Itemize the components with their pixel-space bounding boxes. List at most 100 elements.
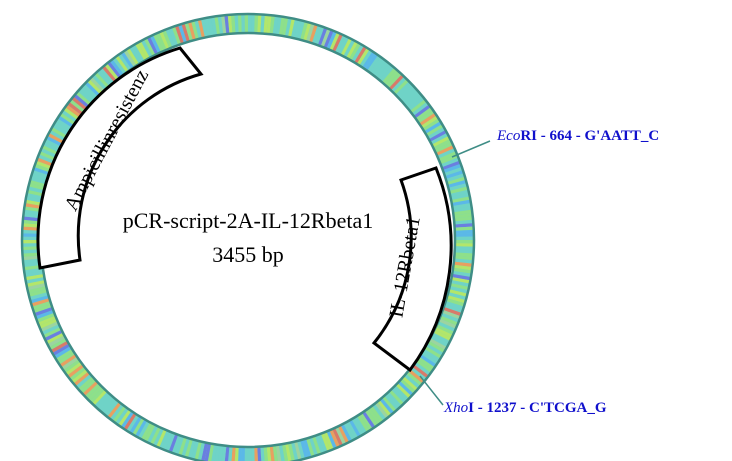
ring-segment — [217, 15, 224, 35]
ring-segment — [281, 17, 289, 37]
ring-segment — [379, 65, 395, 83]
ring-segment — [454, 243, 474, 247]
ring-segment — [40, 148, 59, 159]
ring-segment — [393, 385, 409, 401]
ring-segment — [454, 249, 474, 254]
ring-segment — [248, 446, 252, 461]
ring-segment — [112, 57, 127, 75]
ring-segment — [300, 21, 309, 41]
ring-segment — [348, 42, 361, 61]
ring-segment — [67, 101, 85, 116]
ring-segment — [197, 18, 205, 39]
ring-segment — [22, 258, 43, 264]
ring-segment — [420, 115, 439, 129]
ring-segment — [291, 441, 299, 461]
ring-segment — [50, 340, 69, 353]
ring-segment — [25, 273, 45, 281]
xhoi-enzyme-rest: I — [468, 400, 475, 416]
ring-segment — [36, 157, 56, 168]
ring-segment — [435, 324, 455, 335]
ring-segment — [67, 364, 85, 379]
ring-segment — [391, 76, 407, 93]
ring-segment — [244, 446, 248, 461]
ring-segment — [204, 17, 212, 37]
ring-segment — [448, 289, 468, 297]
ring-segment — [201, 442, 208, 461]
ring-segment — [224, 445, 230, 461]
ring-segment — [294, 19, 302, 39]
ring-segment — [397, 380, 414, 397]
ring-segment — [359, 412, 373, 431]
ring-segment — [348, 419, 361, 438]
ring-segment — [369, 57, 384, 75]
ring-segment — [384, 69, 400, 87]
ring-segment — [335, 34, 347, 54]
ring-segment — [405, 93, 423, 109]
ring-segment — [442, 163, 462, 174]
ring-segment — [174, 25, 185, 45]
ring-segment — [191, 440, 199, 460]
ring-segment — [59, 354, 77, 368]
ring-segment — [135, 42, 148, 61]
ring-segment — [23, 209, 43, 216]
ring-segment — [453, 209, 473, 216]
ring-segment — [214, 16, 221, 36]
ring-segment — [248, 14, 252, 34]
ring-segment — [120, 51, 134, 69]
ring-segment — [377, 63, 392, 81]
ring-segment — [22, 229, 42, 234]
ring-segment — [40, 321, 59, 332]
ring-segment — [326, 30, 337, 50]
ring-segment — [424, 121, 443, 134]
ring-segment — [55, 348, 74, 362]
ring-segment — [84, 383, 101, 399]
ring-segment — [403, 373, 421, 389]
ring-segment — [53, 346, 72, 359]
ring-segment — [123, 49, 137, 68]
ring-segment — [37, 315, 57, 326]
ring-segment — [367, 55, 381, 73]
ring-segment — [263, 14, 269, 34]
xhoi-enzyme-italic: Xho — [444, 400, 469, 416]
ring-segment — [419, 112, 437, 126]
ring-segment — [94, 391, 110, 408]
ring-segment — [35, 309, 55, 320]
ring-segment — [149, 34, 161, 54]
ring-segment — [82, 83, 99, 100]
ring-segment — [22, 219, 42, 225]
ring-segment — [31, 173, 51, 182]
ring-segment — [117, 409, 132, 427]
ring-segment — [71, 96, 89, 111]
ring-segment — [326, 430, 337, 450]
ring-segment — [44, 329, 63, 342]
ring-segment — [317, 27, 328, 47]
ring-segment — [171, 434, 182, 454]
ring-segment — [431, 135, 451, 148]
ring-segment — [153, 427, 164, 447]
ring-segment — [288, 442, 295, 461]
ring-segment — [415, 359, 433, 373]
ring-segment — [254, 14, 259, 34]
ring-segment — [23, 264, 43, 271]
ring-segment — [399, 86, 416, 102]
ring-segment — [356, 47, 370, 66]
ring-segment — [454, 255, 474, 261]
ring-segment — [30, 176, 50, 185]
ring-segment — [77, 376, 95, 392]
ring-segment — [278, 444, 285, 461]
ring-segment — [401, 376, 419, 392]
ring-segment — [75, 91, 93, 107]
ring-segment — [440, 312, 460, 323]
ring-segment — [340, 37, 353, 57]
ring-segment — [453, 264, 473, 271]
ring-segment — [411, 364, 429, 379]
ring-segment — [434, 327, 454, 339]
ring-segment — [22, 243, 42, 247]
ring-segment — [303, 438, 312, 458]
ring-segment — [115, 55, 129, 73]
ring-segment — [22, 233, 42, 237]
ring-segment — [115, 407, 129, 425]
ring-segment — [453, 261, 473, 267]
ring-segment — [454, 223, 474, 228]
ring-segment — [260, 14, 265, 34]
